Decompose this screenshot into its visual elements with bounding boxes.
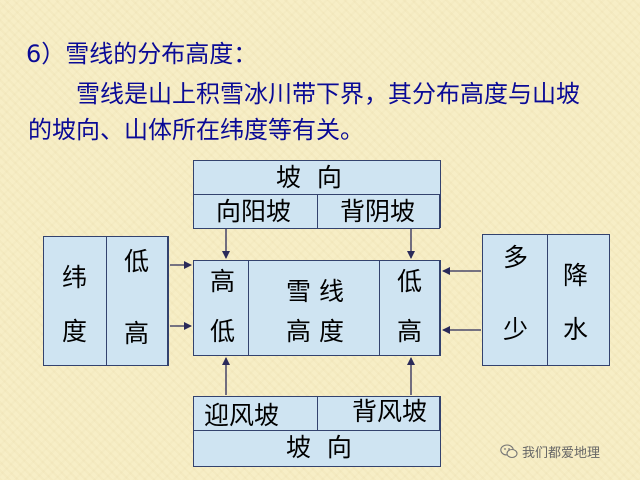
bottom-wind-slope-box: 迎风坡 背风坡 坡 向 [192,395,441,467]
description-paragraph: 雪线是山上积雪冰川带下界，其分布高度与山坡的坡向、山体所在纬度等有关。 [28,80,580,144]
center-left-low: 低 [210,317,236,346]
sunny-slope-label: 向阳坡 [216,197,292,226]
latitude-box: 纬 度 低 高 [43,235,169,366]
leeward-slope-label: 背风坡 [352,397,428,426]
top-box-title: 坡 向 [276,163,342,192]
watermark-text: 我们都爱地理 [522,446,601,461]
shady-slope-label: 背阴坡 [340,197,416,226]
wechat-icon [500,444,518,459]
bottom-box-left-cell [192,395,319,432]
top-box-right-cell [317,194,440,229]
bottom-box-title-cell [192,430,441,467]
bottom-box-title: 坡 向 [286,433,352,462]
snow-line-title: 雪 线 [286,277,344,306]
precipitation-box: 多 少 降 水 [481,233,610,366]
center-right-high: 高 [397,317,423,346]
latitude-values-cell [106,235,168,366]
top-box-left-cell [192,194,319,229]
latitude-low-label: 低 [124,247,150,276]
top-box-title-cell [192,159,441,196]
center-right-cell [379,259,440,356]
precipitation-values-cell [481,233,548,366]
center-left-high: 高 [210,267,236,296]
precipitation-title-char-2: 水 [563,315,589,344]
latitude-high-label: 高 [124,319,150,348]
center-left-cell [192,259,249,356]
latitude-title-char-1: 纬 [62,263,88,292]
precipitation-more-label: 多 [503,243,529,272]
precipitation-less-label: 少 [503,315,529,344]
windward-slope-label: 迎风坡 [204,401,280,430]
center-right-low: 低 [397,267,423,296]
section-heading: 6）雪线的分布高度： [26,40,258,68]
snow-line-height-box: 高 低 雪 线 高 度 低 高 [192,259,441,356]
top-slope-aspect-box: 坡 向 向阳坡 背阴坡 [192,159,441,229]
precipitation-title-char-1: 降 [563,261,589,290]
latitude-title-char-2: 度 [62,317,88,346]
watermark: 我们都爱地理 [500,442,600,461]
height-title: 高 度 [286,317,344,346]
